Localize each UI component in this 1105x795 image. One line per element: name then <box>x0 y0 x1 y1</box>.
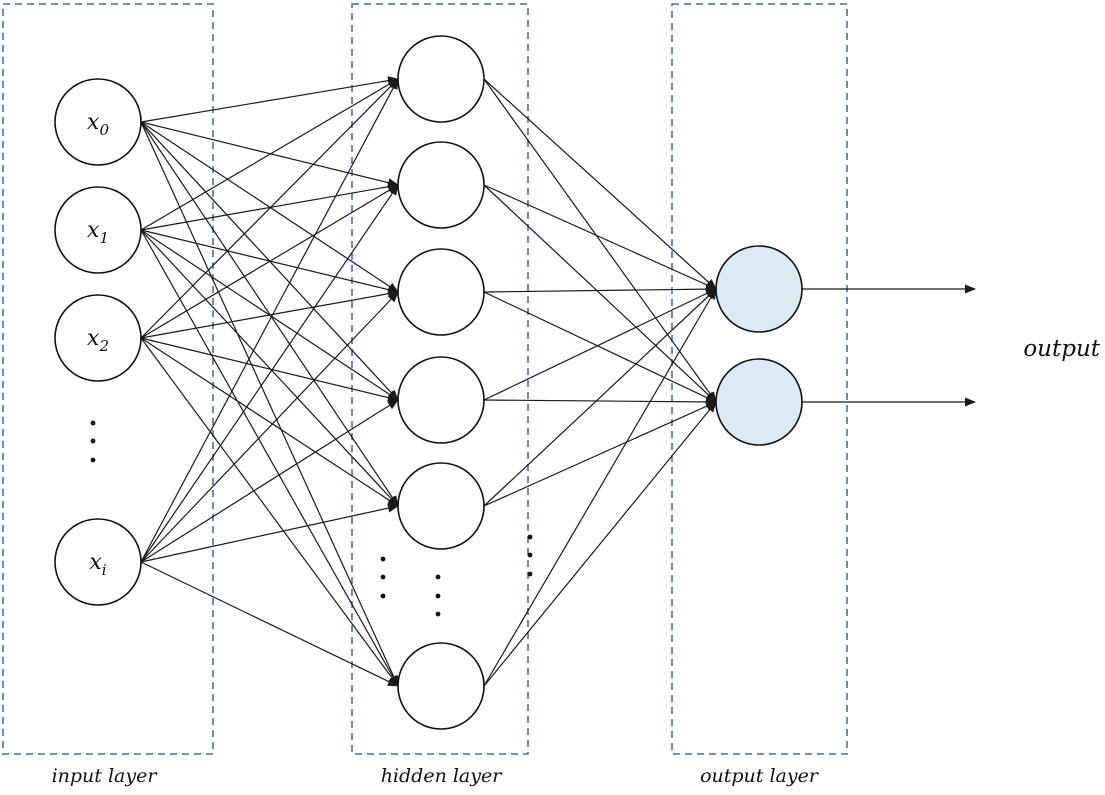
edge-input-3-hidden-5 <box>140 561 399 687</box>
hidden-node-1 <box>397 141 485 229</box>
output-node-0 <box>715 245 803 333</box>
edge-hidden-1-output-1 <box>483 184 717 403</box>
edge-input-0-hidden-5 <box>140 121 399 687</box>
edge-input-3-hidden-4 <box>140 503 399 563</box>
edge-hidden-3-output-0 <box>483 288 717 401</box>
input-node-label-1: x1 <box>87 218 109 247</box>
hidden-node-0 <box>397 35 485 123</box>
output-arrows <box>802 284 976 407</box>
hidden-ellipsis-left <box>380 556 386 599</box>
edge-hidden-4-output-0 <box>483 288 717 507</box>
edge-input-3-hidden-3 <box>140 399 399 563</box>
output-label: output <box>1023 336 1100 362</box>
hidden-node-5 <box>397 642 485 730</box>
edge-input-0-hidden-4 <box>140 121 399 507</box>
hidden-ellipsis-center <box>435 574 441 617</box>
connection-edges <box>140 76 717 687</box>
input-ellipsis <box>90 420 96 463</box>
hidden-node-4 <box>397 462 485 550</box>
edge-input-2-hidden-3 <box>140 337 399 403</box>
edge-input-2-hidden-2 <box>140 289 399 339</box>
input-node-label-3: xi <box>89 550 106 579</box>
edge-input-3-hidden-0 <box>140 78 399 563</box>
edge-hidden-2-output-0 <box>483 284 717 294</box>
hidden-node-2 <box>397 248 485 336</box>
hidden-node-3 <box>397 356 485 444</box>
edge-hidden-4-output-1 <box>483 401 717 507</box>
input-node-3 <box>54 518 142 606</box>
edge-input-0-hidden-0 <box>140 76 399 123</box>
edge-input-0-hidden-1 <box>140 121 399 187</box>
hidden-layer-box <box>351 3 529 755</box>
input-layer-caption: input layer <box>52 765 159 787</box>
edge-hidden-3-output-1 <box>483 397 717 407</box>
input-node-1 <box>54 186 142 274</box>
output-layer-caption: output layer <box>700 765 820 787</box>
network-nodes: x0 x1 x2 xi <box>54 35 803 730</box>
edge-input-1-hidden-5 <box>140 229 399 687</box>
edge-input-2-hidden-0 <box>140 78 399 339</box>
ellipsis-dots <box>90 420 533 617</box>
edge-hidden-0-output-0 <box>483 78 717 290</box>
edge-hidden-5-output-1 <box>483 401 717 687</box>
output-node-1 <box>715 358 803 446</box>
edge-input-3-hidden-1 <box>140 184 399 563</box>
edge-hidden-2-output-1 <box>483 291 717 403</box>
input-node-2 <box>54 294 142 382</box>
edge-hidden-0-output-1 <box>483 78 717 403</box>
hidden-layer-caption: hidden layer <box>381 765 504 787</box>
edge-input-1-hidden-0 <box>140 78 399 231</box>
edge-input-1-hidden-1 <box>140 182 399 231</box>
output-layer-box <box>671 3 848 755</box>
edge-input-2-hidden-1 <box>140 184 399 339</box>
edge-input-1-hidden-4 <box>140 229 399 507</box>
hidden-ellipsis-right <box>527 534 533 577</box>
edge-input-2-hidden-4 <box>140 337 399 507</box>
input-node-label-2: x2 <box>87 326 109 355</box>
edge-input-3-hidden-2 <box>140 291 399 563</box>
edge-hidden-5-output-0 <box>483 288 717 687</box>
edge-input-2-hidden-5 <box>140 337 399 687</box>
input-node-label-0: x0 <box>87 110 109 139</box>
edge-hidden-1-output-0 <box>483 184 717 290</box>
input-node-0 <box>54 78 142 166</box>
